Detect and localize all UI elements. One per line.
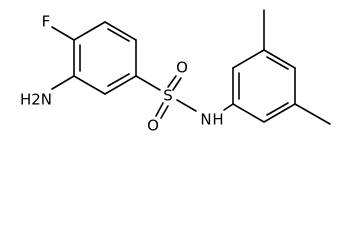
ring-b-bond-6 [232,103,265,123]
s-o-bottom-double-1 [155,102,164,117]
s-o-bottom-double-2 [160,105,169,119]
fluorine-atom-label: F [42,13,51,31]
c-n-amine-bond [51,75,75,90]
s-n-bond [176,99,197,112]
amine-group-label: H2N [20,91,52,109]
amide-nitrogen-label: N [200,111,211,129]
ring-a-bond-1 [73,21,106,41]
sulfonyl-oxygen-bottom-label: O [147,117,159,135]
n-c-aryl-bond [223,103,234,111]
ring-a-bond-4 [104,75,137,95]
ring-a-double-1 [107,28,130,42]
amide-hydrogen-label: H [212,111,223,129]
c-s-bond [135,75,161,91]
ring-a-bond-2 [104,21,137,41]
c-f-bond [51,26,75,41]
methyl-right-bond [294,103,331,125]
ring-a-double-2 [107,73,130,87]
sulfonyl-oxygen-top-label: O [176,59,188,77]
s-o-top-double-1 [167,75,177,88]
ring-a-bond-5 [73,75,106,95]
ring-b-double-2 [266,56,289,70]
right-benzene-ring [232,49,296,123]
sulfur-atom-label: S [163,87,173,105]
ring-b-bond-2 [232,49,265,69]
left-benzene-ring [73,21,137,95]
s-o-top-double-2 [172,77,182,91]
chemical-structure-diagram: F H2N S O O N H [20,9,331,135]
ring-b-bond-5 [263,103,296,123]
ring-b-double-3 [266,102,289,116]
ring-b-bond-3 [263,49,296,69]
